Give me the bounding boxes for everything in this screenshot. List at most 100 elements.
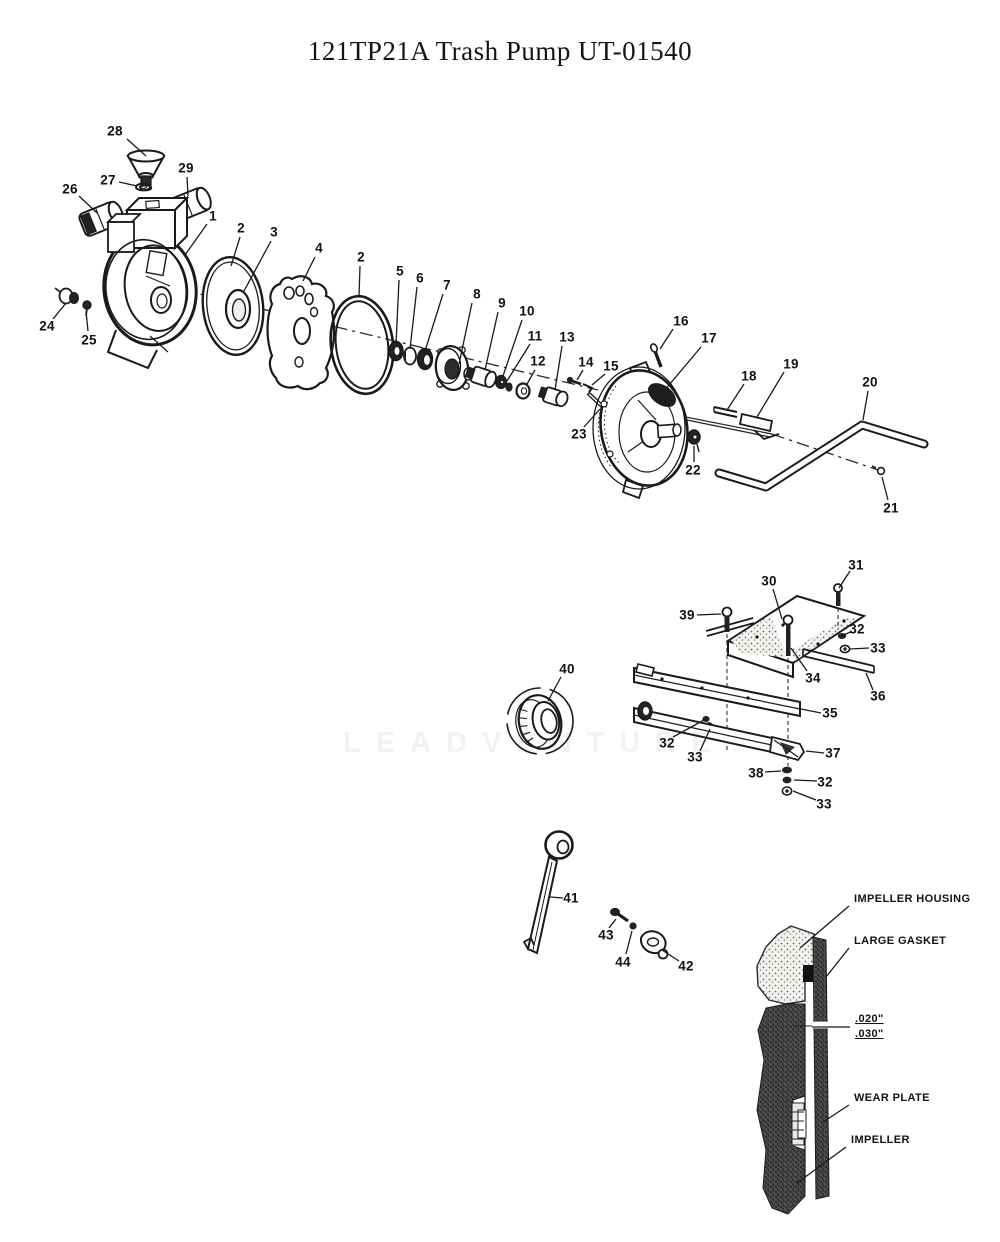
- leader-line: [506, 343, 531, 382]
- leader-line: [796, 1146, 847, 1184]
- callout-17: 17: [701, 330, 717, 346]
- leader-line: [663, 346, 702, 392]
- callout-25: 25: [81, 332, 97, 348]
- callout-4: 4: [315, 240, 323, 256]
- callout-39: 39: [679, 607, 695, 623]
- leader-line: [625, 930, 633, 955]
- leader-line: [230, 236, 241, 267]
- large-gasket-label: LARGE GASKET: [854, 935, 947, 947]
- leader-line: [659, 328, 674, 350]
- handle-20: [714, 420, 929, 492]
- leader-line: [358, 265, 361, 297]
- washer-10: [494, 374, 508, 390]
- channel-35: [633, 663, 801, 730]
- small-oring-27: [135, 182, 151, 192]
- leader-line: [424, 293, 444, 352]
- leader-line: [672, 719, 705, 738]
- washer-5: [388, 340, 404, 362]
- leader-line: [85, 310, 89, 332]
- callout-32: 32: [849, 621, 865, 637]
- screw-43: [610, 907, 629, 923]
- callout-37: 37: [825, 745, 841, 761]
- callout-33: 33: [687, 749, 703, 765]
- callout-7: 7: [443, 277, 451, 293]
- callout-42: 42: [678, 958, 694, 974]
- seal-7: [416, 347, 434, 371]
- screw-21: [871, 465, 886, 476]
- leader-line: [842, 631, 852, 636]
- washer-11: [505, 382, 513, 392]
- leader-line: [126, 138, 147, 157]
- callout-34: 34: [805, 670, 821, 686]
- leader-line: [608, 918, 617, 929]
- callout-32: 32: [817, 774, 833, 790]
- callout-41: 41: [563, 890, 579, 906]
- leader-line: [583, 408, 601, 428]
- leader-line: [554, 345, 563, 391]
- leader-line: [865, 672, 874, 691]
- callout-5: 5: [396, 263, 404, 279]
- leader-line: [547, 676, 562, 702]
- callout-14: 14: [578, 354, 594, 370]
- callout-43: 43: [598, 927, 614, 943]
- impeller-label: IMPELLER: [851, 1134, 910, 1146]
- nut-33-right: [839, 644, 851, 654]
- callout-1: 1: [209, 208, 217, 224]
- leader-line: [118, 181, 138, 187]
- callout-19: 19: [783, 356, 799, 372]
- volute-cover-17: [592, 360, 689, 500]
- pump-housing-1: [102, 195, 198, 370]
- callout-9: 9: [498, 295, 506, 311]
- callout-31: 31: [848, 557, 864, 573]
- bolt-16: [649, 343, 663, 368]
- large-oring-2: [329, 294, 395, 396]
- callout-8: 8: [473, 286, 481, 302]
- callout-44: 44: [615, 954, 631, 970]
- drain-plug-24: [54, 287, 79, 305]
- callout-18: 18: [741, 368, 757, 384]
- clearance-bottom-label: .030": [855, 1028, 884, 1040]
- leader-line: [825, 947, 850, 978]
- callout-35: 35: [822, 705, 838, 721]
- callout-22: 22: [685, 462, 701, 478]
- channel-37: [633, 701, 806, 762]
- leader-line: [243, 240, 272, 292]
- leader-line: [52, 302, 67, 320]
- clearance-top-label: .020": [855, 1013, 884, 1025]
- callout-38: 38: [748, 765, 764, 781]
- wear-plate-label: WEAR PLATE: [854, 1092, 930, 1104]
- callout-40: 40: [559, 661, 575, 677]
- leader-line: [696, 613, 722, 616]
- washer-6: [403, 346, 417, 366]
- leader-line: [881, 476, 889, 501]
- leader-line: [661, 949, 680, 962]
- clip-15: [582, 383, 594, 393]
- impeller-section: [756, 1003, 806, 1215]
- callout-20: 20: [862, 374, 878, 390]
- callout-2: 2: [357, 249, 365, 265]
- callout-21: 21: [883, 500, 899, 516]
- page-title: 121TP21A Trash Pump UT-01540: [307, 36, 693, 66]
- leader-line: [484, 311, 499, 371]
- callout-30: 30: [761, 573, 777, 589]
- port-fitting-26: [78, 200, 124, 237]
- leader-line: [726, 383, 745, 411]
- callout-12: 12: [530, 353, 546, 369]
- callout-27: 27: [100, 172, 116, 188]
- callout-33: 33: [816, 796, 832, 812]
- leader-line: [792, 790, 817, 801]
- wrench-41: [522, 830, 574, 955]
- leader-line: [186, 176, 189, 197]
- leader-line: [790, 647, 808, 672]
- leader-line: [822, 1104, 850, 1123]
- leader-line: [793, 779, 818, 782]
- leader-line: [756, 371, 785, 418]
- callout-16: 16: [673, 313, 689, 329]
- callout-3: 3: [270, 224, 278, 240]
- leader-line: [576, 369, 584, 381]
- callout-28: 28: [107, 123, 123, 139]
- leader-line: [849, 647, 870, 650]
- leader-line: [458, 302, 473, 365]
- pin-14: [566, 376, 582, 386]
